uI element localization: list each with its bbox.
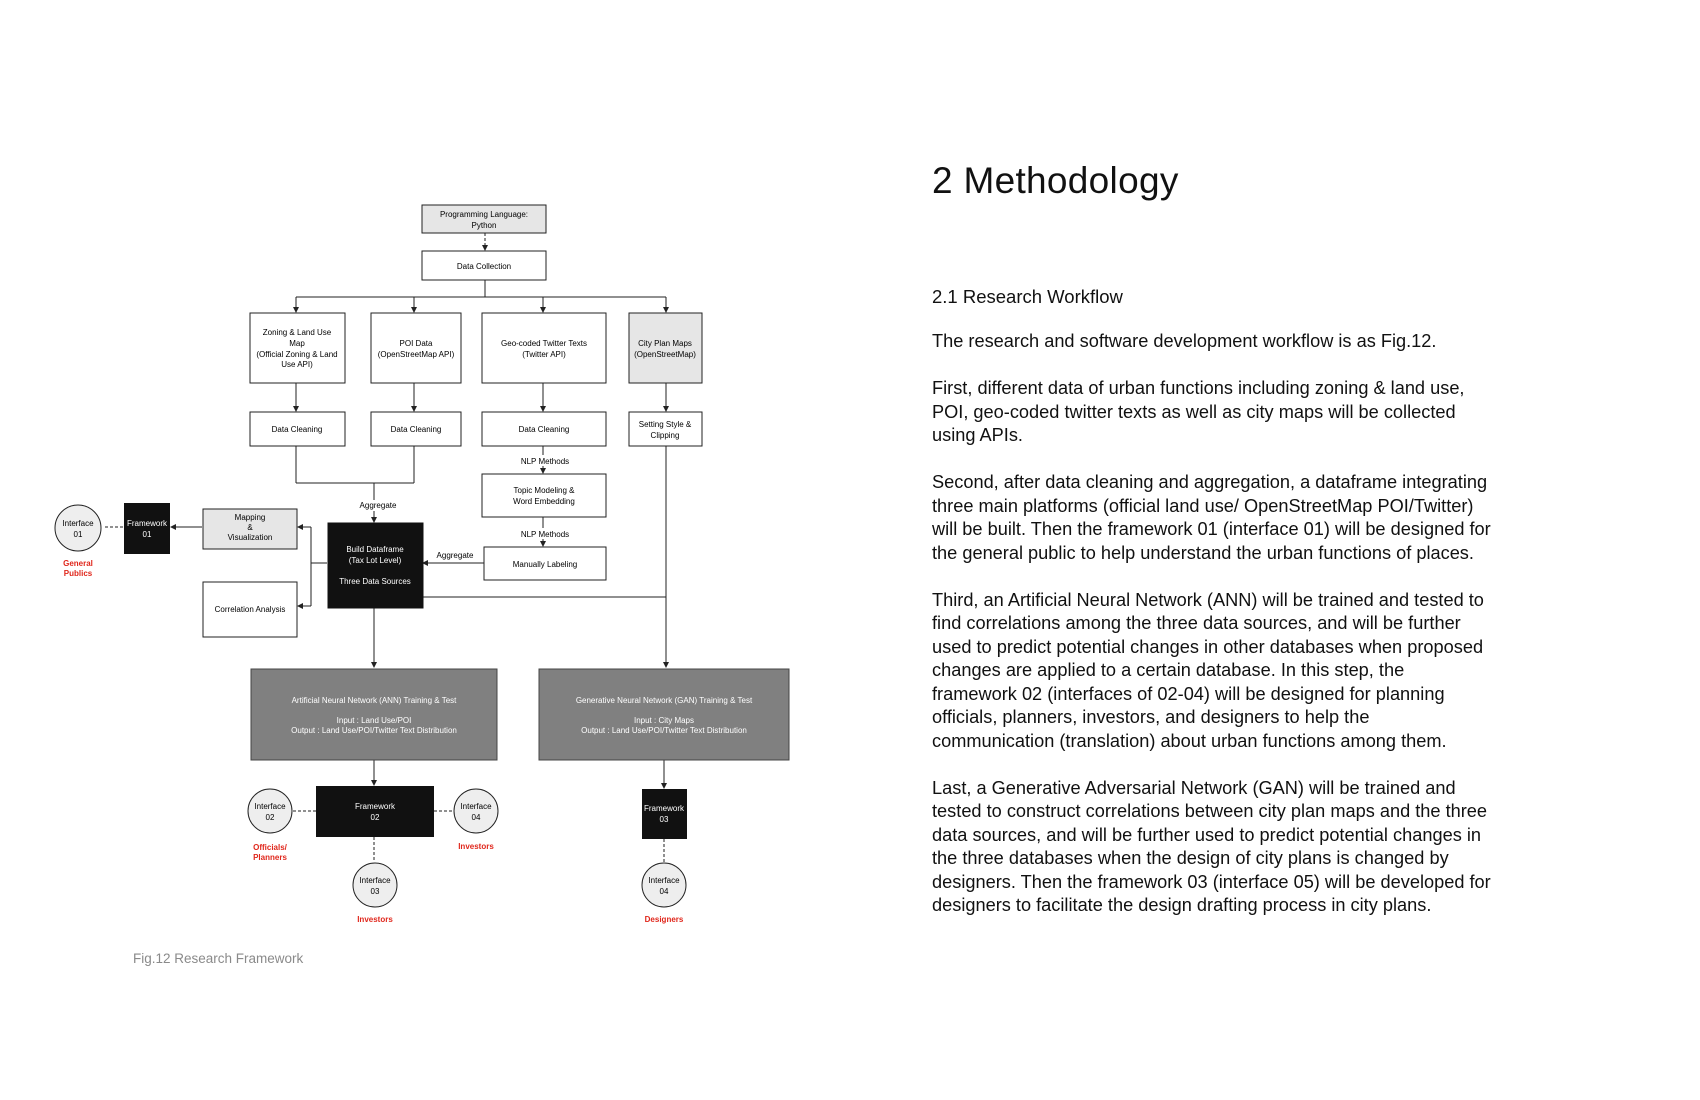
svg-text:(OpenStreetMap API): (OpenStreetMap API) xyxy=(378,350,455,359)
svg-text:Manually Labeling: Manually Labeling xyxy=(513,560,578,569)
city-plan-source-box: City Plan Maps (OpenStreetMap) xyxy=(628,312,703,384)
gan-training-box: Generative Neural Network (GAN) Training… xyxy=(538,668,790,761)
paragraph: The research and software development wo… xyxy=(932,331,1437,351)
svg-text:03: 03 xyxy=(371,887,380,896)
svg-text:04: 04 xyxy=(472,813,481,822)
svg-text:Output : Land Use/POI/Twitter: Output : Land Use/POI/Twitter Text Distr… xyxy=(291,726,457,735)
topic-modeling-box: Topic Modeling & Word Embedding xyxy=(481,473,607,518)
svg-text:Zoning & Land Use: Zoning & Land Use xyxy=(263,328,332,337)
interface-04-circle-right: Interface 04 xyxy=(453,788,499,834)
svg-text:Map: Map xyxy=(289,339,305,348)
svg-text:Interface: Interface xyxy=(648,876,680,885)
correlation-analysis-box: Correlation Analysis xyxy=(202,581,298,638)
svg-text:Setting Style &: Setting Style & xyxy=(639,420,692,429)
svg-text:Data Cleaning: Data Cleaning xyxy=(272,425,323,434)
methodology-section: 2 Methodology 2.1 Research Workflow The … xyxy=(932,160,1512,915)
svg-text:(Tax Lot Level): (Tax Lot Level) xyxy=(349,556,402,565)
svg-text:Mapping: Mapping xyxy=(235,513,266,522)
svg-text:(Twitter API): (Twitter API) xyxy=(522,350,566,359)
svg-text:Correlation Analysis: Correlation Analysis xyxy=(215,605,286,614)
svg-text:01: 01 xyxy=(74,530,83,539)
svg-text:Framework: Framework xyxy=(355,802,396,811)
svg-text:&: & xyxy=(247,523,253,532)
svg-text:Input : City Maps: Input : City Maps xyxy=(634,716,694,725)
aggregate-label-top: Aggregate xyxy=(360,501,397,510)
python-label: Python xyxy=(472,221,497,230)
nlp-methods-label-1: NLP Methods xyxy=(521,457,569,466)
svg-text:Interface: Interface xyxy=(62,519,94,528)
build-dataframe-box: Build Dataframe (Tax Lot Level) Three Da… xyxy=(327,522,424,609)
programming-language-box: Programming Language: Python xyxy=(421,204,547,234)
svg-text:Artificial Neural Network (ANN: Artificial Neural Network (ANN) Training… xyxy=(292,696,458,705)
programming-language-label: Programming Language: xyxy=(440,210,528,219)
svg-text:Interface: Interface xyxy=(359,876,391,885)
zoning-source-box: Zoning & Land Use Map (Official Zoning &… xyxy=(249,312,346,384)
section-title: 2 Methodology xyxy=(932,160,1179,201)
figure-caption: Fig.12 Research Framework xyxy=(133,951,304,966)
svg-text:Geo-coded Twitter Texts: Geo-coded Twitter Texts xyxy=(501,339,587,348)
svg-text:Visualization: Visualization xyxy=(228,533,273,542)
paragraph: Third, an Artificial Neural Network (ANN… xyxy=(932,589,1484,751)
data-cleaning-box-2: Data Cleaning xyxy=(370,411,462,447)
svg-text:Input : Land Use/POI: Input : Land Use/POI xyxy=(337,716,412,725)
setting-style-box: Setting Style & Clipping xyxy=(628,411,703,447)
investors-label-right: Investors xyxy=(458,842,494,851)
svg-text:Clipping: Clipping xyxy=(651,431,680,440)
svg-text:Publics: Publics xyxy=(64,569,93,578)
svg-text:Output : Land Use/POI/Twitter: Output : Land Use/POI/Twitter Text Distr… xyxy=(581,726,747,735)
svg-text:Use API): Use API) xyxy=(281,360,313,369)
nlp-methods-label-2: NLP Methods xyxy=(521,530,569,539)
svg-text:Interface: Interface xyxy=(254,802,286,811)
svg-text:02: 02 xyxy=(266,813,275,822)
svg-text:Interface: Interface xyxy=(460,802,492,811)
interface-03-circle: Interface 03 xyxy=(352,862,398,908)
paragraph: Last, a Generative Adversarial Network (… xyxy=(932,777,1491,916)
svg-text:Word Embedding: Word Embedding xyxy=(513,497,575,506)
paragraph: Second, after data cleaning and aggregat… xyxy=(932,472,1491,563)
manually-labeling-box: Manually Labeling xyxy=(483,546,607,581)
svg-text:POI Data: POI Data xyxy=(400,339,433,348)
svg-text:City Plan Maps: City Plan Maps xyxy=(638,339,692,348)
data-collection-box: Data Collection xyxy=(421,250,547,281)
svg-text:Framework: Framework xyxy=(644,804,685,813)
svg-text:Framework: Framework xyxy=(127,519,168,528)
svg-text:(Official Zoning & Land: (Official Zoning & Land xyxy=(256,350,337,359)
paragraph: First, different data of urban functions… xyxy=(932,378,1465,445)
svg-text:(OpenStreetMap): (OpenStreetMap) xyxy=(634,350,696,359)
svg-text:02: 02 xyxy=(371,813,380,822)
poi-source-box: POI Data (OpenStreetMap API) xyxy=(370,312,462,384)
designers-label: Designers xyxy=(645,915,684,924)
data-collection-label: Data Collection xyxy=(457,262,511,271)
investors-label-bottom: Investors xyxy=(357,915,393,924)
svg-text:Data Cleaning: Data Cleaning xyxy=(519,425,570,434)
framework-01-box: Framework 01 xyxy=(124,503,170,554)
general-publics-label: General xyxy=(63,559,93,568)
twitter-source-box: Geo-coded Twitter Texts (Twitter API) xyxy=(481,312,607,384)
svg-text:Generative Neural Network (GAN: Generative Neural Network (GAN) Training… xyxy=(576,696,753,705)
data-cleaning-box-1: Data Cleaning xyxy=(249,411,346,447)
svg-text:03: 03 xyxy=(660,815,669,824)
framework-02-box: Framework 02 xyxy=(316,786,434,837)
data-cleaning-box-3: Data Cleaning xyxy=(481,411,607,447)
interface-04-circle-bottom: Interface 04 xyxy=(641,862,687,908)
svg-text:Three Data Sources: Three Data Sources xyxy=(339,577,411,586)
svg-text:Topic Modeling &: Topic Modeling & xyxy=(514,486,576,495)
interface-02-circle: Interface 02 xyxy=(247,788,293,834)
officials-planners-label: Officials/ xyxy=(253,843,288,852)
subsection-title: 2.1 Research Workflow xyxy=(932,286,1123,307)
body-text: The research and software development wo… xyxy=(932,330,1492,941)
svg-text:Data Cleaning: Data Cleaning xyxy=(391,425,442,434)
aggregate-label-right: Aggregate xyxy=(437,551,474,560)
svg-text:01: 01 xyxy=(143,530,152,539)
svg-text:Planners: Planners xyxy=(253,853,287,862)
mapping-visualization-box: Mapping & Visualization xyxy=(202,508,298,550)
svg-text:Build Dataframe: Build Dataframe xyxy=(346,545,404,554)
research-framework-diagram: Programming Language: Python Data Collec… xyxy=(54,204,790,924)
ann-training-box: Artificial Neural Network (ANN) Training… xyxy=(250,668,498,761)
interface-01-circle: Interface 01 xyxy=(54,504,102,552)
framework-03-box: Framework 03 xyxy=(642,789,687,839)
svg-text:04: 04 xyxy=(660,887,669,896)
